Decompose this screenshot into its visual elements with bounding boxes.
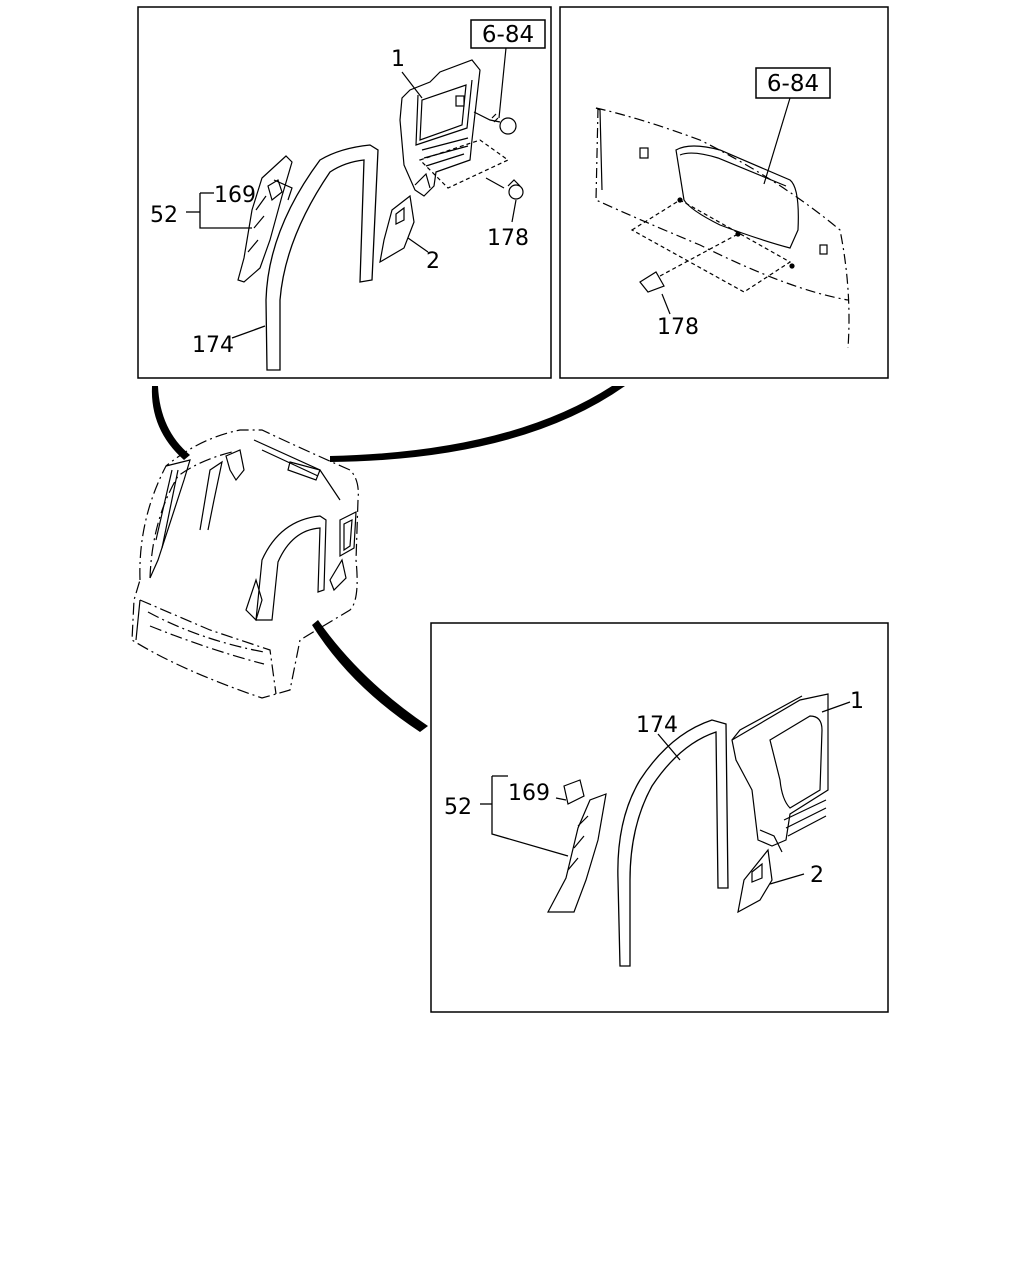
callout-169: 169 (214, 183, 256, 208)
part-52-pillar-trim (237, 155, 293, 283)
part-2-lower-trim (379, 194, 429, 264)
part-174-weatherstrip-bottom (617, 719, 729, 967)
part-174-weatherstrip (231, 144, 379, 371)
rear-cab-panel (595, 107, 850, 349)
callout-52: 52 (150, 203, 178, 228)
ref-box-label: 6-84 (482, 22, 534, 48)
bracket-52-169 (186, 192, 252, 229)
callout-178: 178 (487, 226, 529, 251)
ref-box-label-right: 6-84 (767, 71, 819, 97)
callout-1-bottom: 1 (850, 689, 864, 714)
connector-arcs (151, 386, 625, 732)
panel-top-right-frame (559, 6, 889, 379)
cab-overview (131, 429, 359, 699)
ref-box-6-84-right: 6-84 (755, 67, 831, 185)
ref-box-6-84: 6-84 (470, 19, 546, 119)
part-52-pillar-trim-bottom (547, 779, 607, 913)
part-2-lower-trim-bottom (737, 848, 805, 914)
panel-top-left-frame (137, 6, 552, 379)
callout-169-bottom: 169 (508, 781, 550, 806)
callout-174-bottom: 174 (636, 713, 678, 738)
callout-178-right: 178 (657, 315, 699, 340)
callout-2: 2 (426, 249, 440, 274)
panel-top-left: 6-84 (137, 6, 552, 379)
callout-2-bottom: 2 (810, 863, 824, 888)
bracket-52-169-bottom (480, 775, 569, 857)
callout-174: 174 (192, 333, 234, 358)
panel-top-right: 6-84 178 (559, 6, 889, 379)
part-1-back-panel (399, 59, 481, 197)
part-178-fasteners (418, 111, 524, 223)
callout-52-bottom: 52 (444, 795, 472, 820)
panel-bottom-right-frame (430, 622, 889, 1013)
part-1-back-panel-bottom (731, 693, 851, 853)
panel-bottom-right: 174 1 2 52 169 (430, 622, 889, 1013)
callout-1: 1 (391, 47, 405, 72)
